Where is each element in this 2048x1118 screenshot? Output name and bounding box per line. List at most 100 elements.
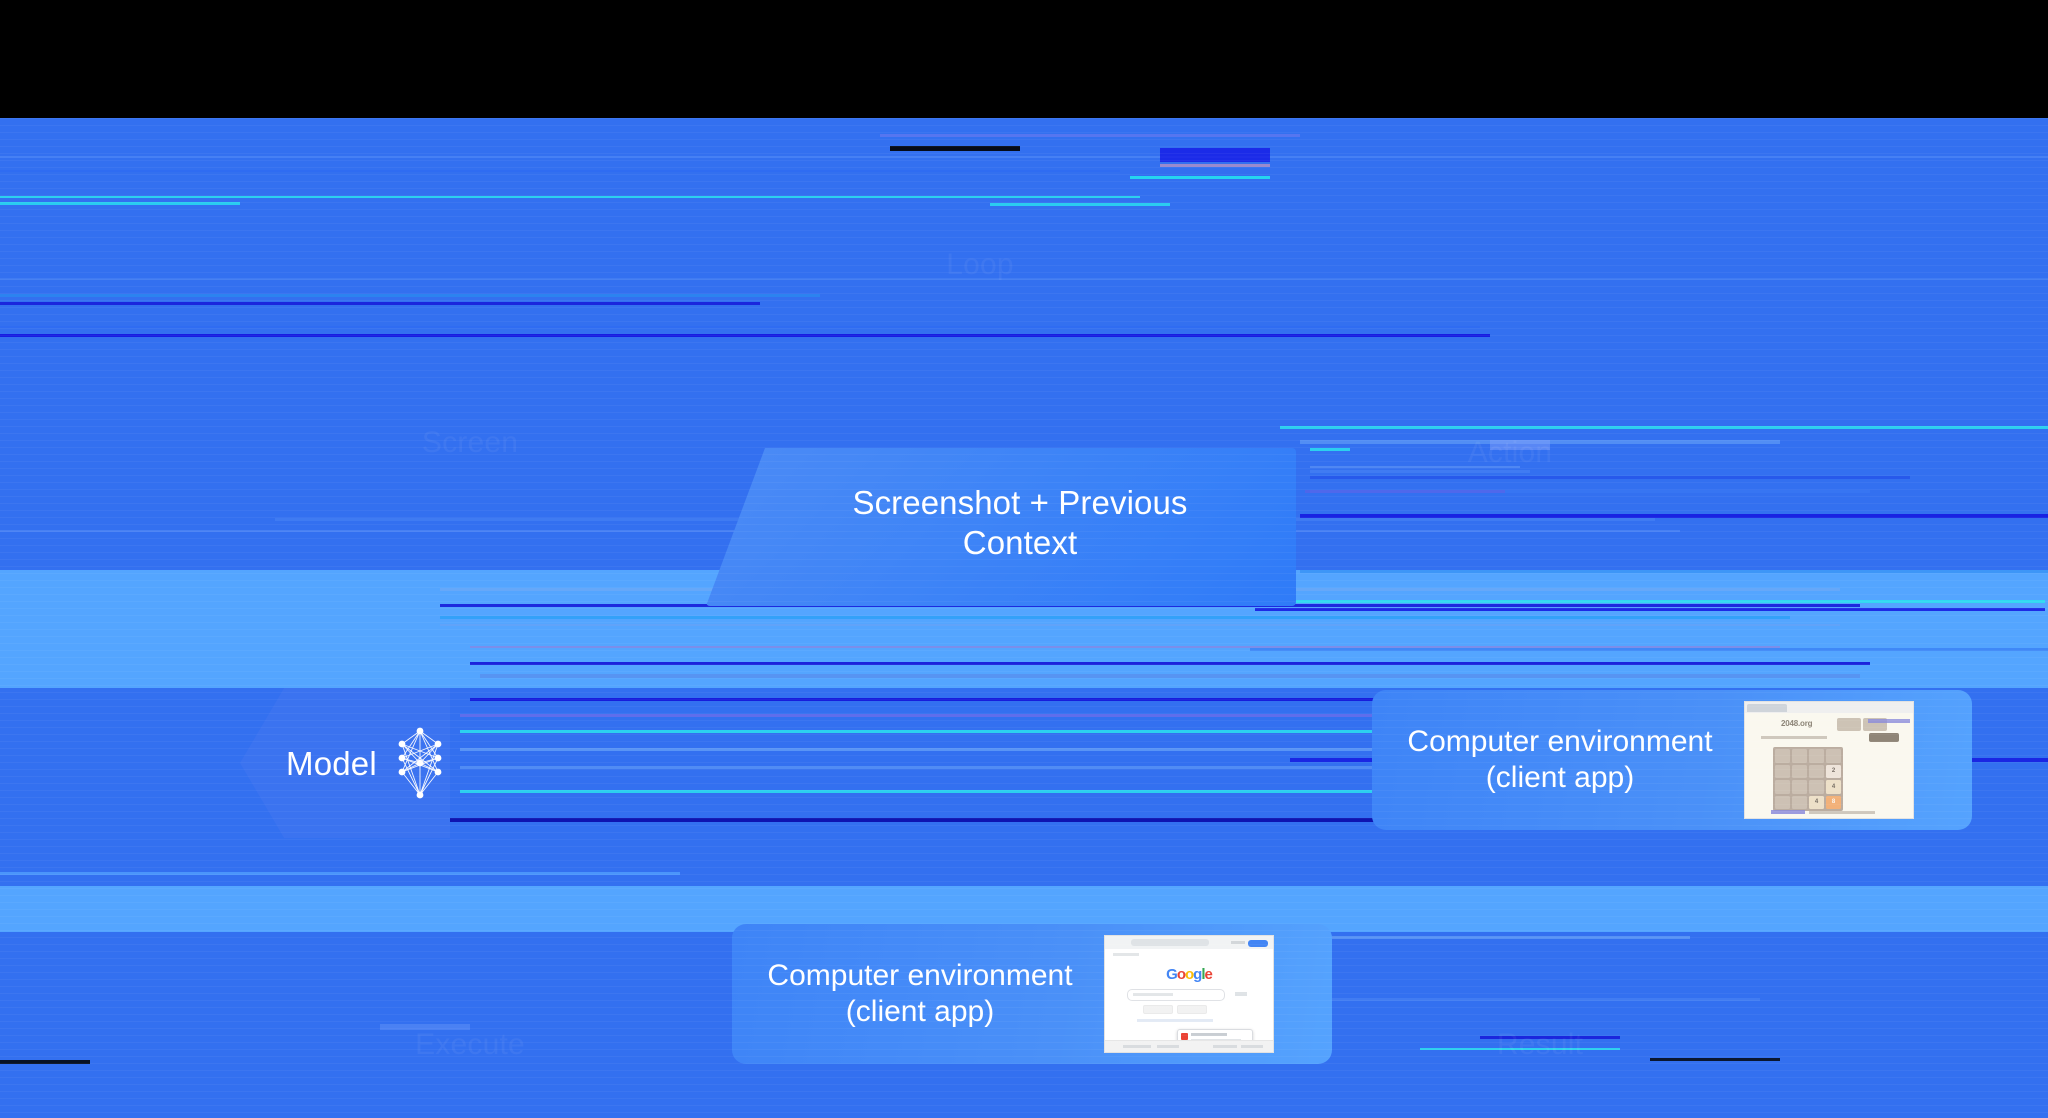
glitch-line xyxy=(440,818,1880,822)
microphone-icon[interactable] xyxy=(1235,992,1247,996)
sign-in-button[interactable] xyxy=(1248,939,1268,947)
glitch-line xyxy=(0,334,1490,337)
footer-link[interactable] xyxy=(1241,1045,1263,1048)
tile: 4 xyxy=(1809,795,1824,809)
google-page-body: Google xyxy=(1105,949,1273,1052)
glitch-line xyxy=(1300,514,2048,518)
window-controls-icon xyxy=(1109,941,1125,954)
model-node-content: Model xyxy=(286,726,447,800)
env-bottom-line-2: (client app) xyxy=(845,995,995,1028)
context-line-2: Context xyxy=(962,524,1078,562)
env-right-line-2: (client app) xyxy=(1485,761,1635,794)
glitch-line xyxy=(0,302,760,305)
google-search-thumbnail[interactable]: Google xyxy=(1104,935,1274,1053)
glitch-line xyxy=(1310,470,1530,473)
glitch-line xyxy=(480,674,1860,678)
footer-link[interactable] xyxy=(1157,1045,1179,1048)
game-grid[interactable]: 2 4 4 8 xyxy=(1773,747,1843,811)
tile xyxy=(1792,749,1807,763)
glitch-line xyxy=(1490,440,1550,450)
header-links[interactable] xyxy=(1868,719,1910,723)
tile xyxy=(1775,780,1790,794)
logo-letter: o xyxy=(1184,966,1194,983)
glitch-line xyxy=(990,203,1170,206)
search-button[interactable] xyxy=(1143,1005,1173,1014)
tile xyxy=(1792,764,1807,778)
letterbox-top xyxy=(0,0,2048,118)
logo-letter: g xyxy=(1193,966,1202,983)
dialog-icon xyxy=(1181,1033,1188,1040)
glitch-line xyxy=(470,662,1870,665)
footer-link[interactable] xyxy=(1123,1045,1151,1048)
glitch-line xyxy=(460,748,1860,751)
toolbar-items xyxy=(1231,941,1245,944)
glitch-line xyxy=(880,134,1300,137)
search-placeholder xyxy=(1133,992,1173,996)
game-title: 2048.org xyxy=(1781,719,1813,728)
lucky-button[interactable] xyxy=(1177,1005,1207,1014)
glitch-line xyxy=(1310,448,1350,451)
tile: 8 xyxy=(1826,795,1841,809)
tile xyxy=(1775,749,1790,763)
dialog-title xyxy=(1191,1033,1227,1036)
obscured-label-screen: Screen xyxy=(421,426,519,459)
glitch-line xyxy=(440,624,1840,626)
tile xyxy=(1775,795,1790,809)
glitch-line xyxy=(1130,176,1270,179)
glitch-line xyxy=(470,698,1860,701)
glitch-line xyxy=(0,294,820,297)
tile xyxy=(1792,795,1807,809)
tile xyxy=(1809,764,1824,778)
game-page-body: 2048.org 2 xyxy=(1745,713,1913,818)
computer-environment-card-bottom[interactable]: Computer environment (client app) Google xyxy=(732,924,1332,1064)
browser-chrome-bar xyxy=(1105,936,1273,954)
env-right-label: Computer environment (client app) xyxy=(1390,724,1730,796)
language-links[interactable] xyxy=(1137,1019,1213,1022)
glitch-line xyxy=(380,1024,470,1030)
glitch-line xyxy=(1300,570,2048,573)
glitch-line xyxy=(1310,476,1910,479)
browser-tab xyxy=(1747,703,1787,712)
obscured-label-result: Result xyxy=(1496,1028,1584,1061)
diagram-canvas: Loop Screen Action Execute Result Screen… xyxy=(0,118,2048,1118)
glitch-line xyxy=(1300,998,1760,1001)
tile: 4 xyxy=(1826,780,1841,794)
search-input[interactable] xyxy=(1127,989,1225,1001)
glitch-line xyxy=(1160,164,1270,167)
glitch-line xyxy=(1420,1048,1620,1050)
address-bar[interactable] xyxy=(1131,939,1209,946)
bookmark-row xyxy=(1113,953,1139,956)
glitch-line xyxy=(460,714,1860,717)
new-game-button[interactable] xyxy=(1869,733,1899,742)
neural-network-icon xyxy=(398,727,442,799)
env-bottom-label: Computer environment (client app) xyxy=(750,958,1090,1030)
glitch-line xyxy=(440,616,1790,619)
tile xyxy=(1775,764,1790,778)
tile xyxy=(1809,780,1824,794)
env-right-line-1: Computer environment xyxy=(1407,725,1713,758)
computer-environment-card-right[interactable]: Computer environment (client app) 2048.o… xyxy=(1372,690,1972,830)
glitch-line xyxy=(1650,1058,1780,1061)
footer-link[interactable] xyxy=(1771,810,1805,814)
glitch-line xyxy=(0,156,2048,158)
glitch-line xyxy=(0,278,2048,280)
glitch-line xyxy=(0,202,240,205)
glitch-line xyxy=(1310,490,1870,493)
glitch-line xyxy=(1310,936,1690,939)
screenshot-context-node[interactable] xyxy=(706,448,1296,606)
footer-link[interactable] xyxy=(1213,1045,1237,1048)
glitch-line xyxy=(0,170,1120,172)
glitch-line xyxy=(1160,148,1270,162)
game-2048-thumbnail[interactable]: 2048.org 2 xyxy=(1744,701,1914,819)
glitch-line xyxy=(460,730,1880,733)
glitch-line xyxy=(1250,648,2048,651)
glitch-line xyxy=(1255,600,2045,603)
glitch-line xyxy=(470,646,1780,648)
glitch-line xyxy=(890,146,1020,151)
context-line-1: Screenshot + Previous xyxy=(852,484,1188,521)
screenshot-context-label: Screenshot + Previous Context xyxy=(780,483,1260,564)
page-footer xyxy=(1105,1040,1273,1052)
glitch-line xyxy=(0,872,680,875)
glitch-line xyxy=(460,790,1880,793)
